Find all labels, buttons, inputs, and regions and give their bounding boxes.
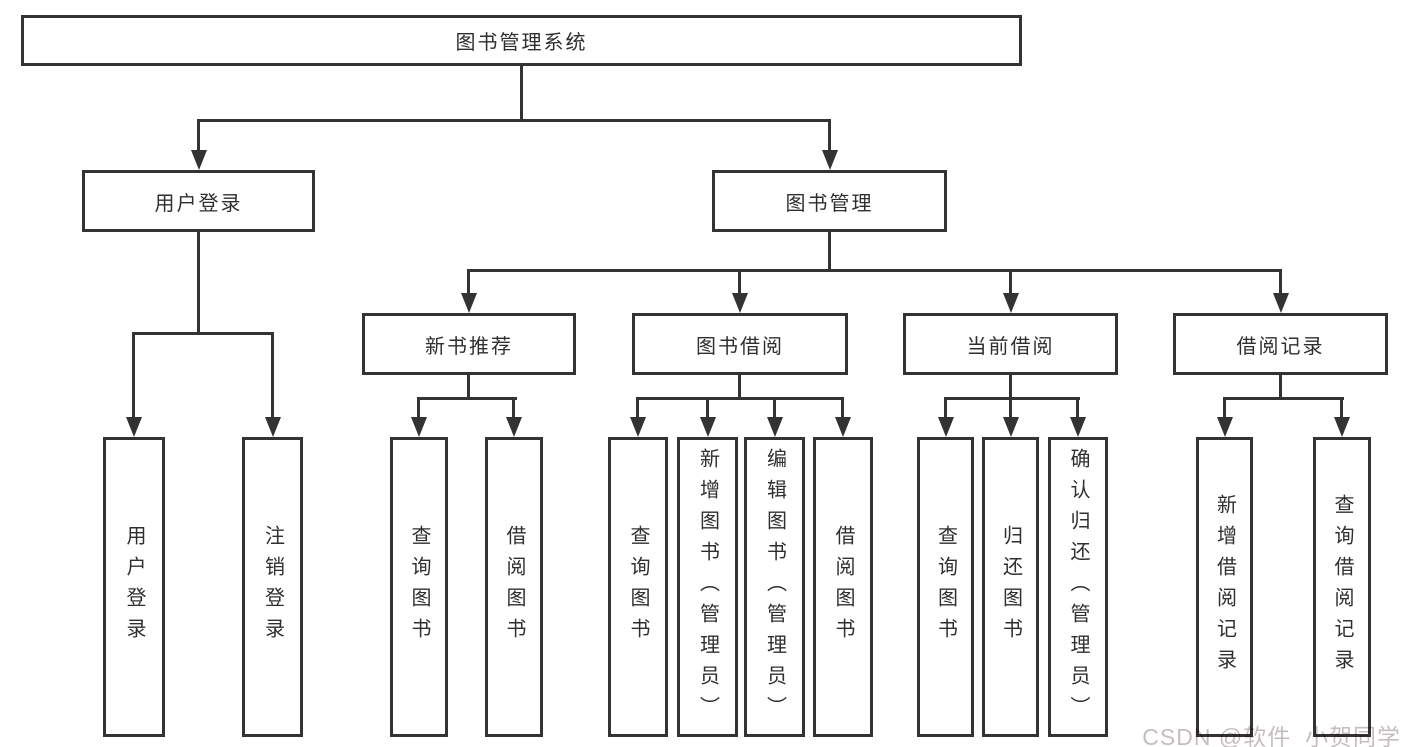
- connector-arrow-borrowing-records: [1272, 269, 1289, 313]
- leaf-query-borrow-record-label: 查询借阅记录: [1331, 494, 1353, 680]
- leaf-recommend-borrow-books-label: 借阅图书: [503, 525, 525, 649]
- connector-arrow-borrowing-borrow: [834, 397, 851, 437]
- connector-user-login-trunk: [197, 232, 200, 335]
- connector-records-rail: [1223, 397, 1344, 400]
- connector-arrow-book-borrowing: [731, 269, 748, 313]
- leaf-current-query-books-label: 查询图书: [934, 525, 957, 649]
- connector-records-trunk: [1279, 375, 1282, 398]
- connector-arrow-leaf-user-login: [125, 332, 142, 437]
- leaf-recommend-query-books: 查询图书: [390, 437, 448, 737]
- connector-arrow-current-confirm: [1069, 397, 1086, 437]
- watermark-text: CSDN @软件_小贺同学: [1142, 724, 1401, 747]
- node-user-login: 用户登录: [82, 170, 315, 232]
- connector-recommend-rail: [417, 397, 517, 400]
- leaf-current-query-books: 查询图书: [917, 437, 974, 737]
- connector-arrow-recommend-query: [410, 397, 427, 437]
- connector-book-management-trunk: [828, 232, 831, 272]
- leaf-confirm-return-admin-label: 确认归还（管理员）: [1067, 447, 1089, 727]
- leaf-add-book-admin-label: 新增图书（管理员）: [696, 447, 719, 727]
- node-book-borrowing-label: 图书借阅: [696, 335, 784, 358]
- leaf-add-borrow-record-label: 新增借阅记录: [1213, 494, 1236, 680]
- connector-arrow-current-query: [937, 397, 954, 437]
- connector-current-trunk: [1009, 375, 1012, 398]
- connector-arrow-borrowing-query: [629, 397, 646, 437]
- leaf-user-login-label: 用户登录: [123, 525, 145, 649]
- node-new-book-recommend-label: 新书推荐: [425, 335, 513, 358]
- leaf-logout: 注销登录: [242, 437, 303, 737]
- connector-arrow-new-book-recommend: [460, 269, 477, 313]
- node-book-management-label: 图书管理: [785, 192, 874, 215]
- node-current-borrowing: 当前借阅: [903, 313, 1118, 375]
- node-library-system: 图书管理系统: [21, 15, 1022, 66]
- connector-arrow-user-login: [190, 119, 207, 170]
- leaf-borrowing-query-books-label: 查询图书: [627, 525, 649, 649]
- leaf-borrowing-borrow-books: 借阅图书: [813, 437, 873, 737]
- connector-arrow-book-management: [821, 119, 838, 170]
- connector-root-rail: [197, 119, 831, 122]
- connector-root-trunk: [520, 66, 523, 119]
- connector-arrow-borrowing-add: [699, 397, 716, 437]
- connector-current-rail: [944, 397, 1080, 400]
- node-user-login-label: 用户登录: [154, 192, 243, 215]
- connector-recommend-trunk: [467, 375, 470, 398]
- leaf-logout-label: 注销登录: [261, 525, 284, 649]
- leaf-confirm-return-admin: 确认归还（管理员）: [1048, 437, 1108, 737]
- node-current-borrowing-label: 当前借阅: [966, 335, 1055, 358]
- connector-borrowing-rail: [636, 397, 844, 400]
- connector-arrow-borrowing-edit: [766, 397, 783, 437]
- connector-borrowing-trunk: [738, 375, 741, 398]
- node-library-system-label: 图书管理系统: [455, 32, 588, 54]
- leaf-recommend-borrow-books: 借阅图书: [485, 437, 543, 737]
- leaf-borrowing-borrow-books-label: 借阅图书: [832, 525, 854, 649]
- leaf-edit-book-admin: 编辑图书（管理员）: [744, 437, 805, 737]
- connector-arrow-records-query: [1333, 397, 1350, 437]
- node-new-book-recommend: 新书推荐: [362, 313, 576, 375]
- leaf-query-borrow-record: 查询借阅记录: [1313, 437, 1371, 737]
- leaf-user-login: 用户登录: [103, 437, 165, 737]
- node-borrowing-records: 借阅记录: [1173, 313, 1388, 375]
- connector-user-login-rail: [132, 332, 274, 335]
- connector-arrow-records-add: [1216, 397, 1233, 437]
- leaf-return-books: 归还图书: [982, 437, 1039, 737]
- connector-arrow-recommend-borrow: [505, 397, 522, 437]
- connector-book-management-rail: [467, 269, 1282, 272]
- leaf-recommend-query-books-label: 查询图书: [408, 525, 430, 649]
- connector-arrow-leaf-logout: [264, 332, 281, 437]
- connector-arrow-current-return: [1002, 397, 1019, 437]
- node-borrowing-records-label: 借阅记录: [1236, 335, 1325, 358]
- node-book-management: 图书管理: [712, 170, 947, 232]
- leaf-add-borrow-record: 新增借阅记录: [1196, 437, 1253, 737]
- leaf-borrowing-query-books: 查询图书: [608, 437, 668, 737]
- connector-arrow-current-borrowing: [1002, 269, 1019, 313]
- leaf-return-books-label: 归还图书: [999, 525, 1022, 649]
- leaf-edit-book-admin-label: 编辑图书（管理员）: [763, 447, 786, 727]
- node-book-borrowing: 图书借阅: [632, 313, 848, 375]
- leaf-add-book-admin: 新增图书（管理员）: [677, 437, 738, 737]
